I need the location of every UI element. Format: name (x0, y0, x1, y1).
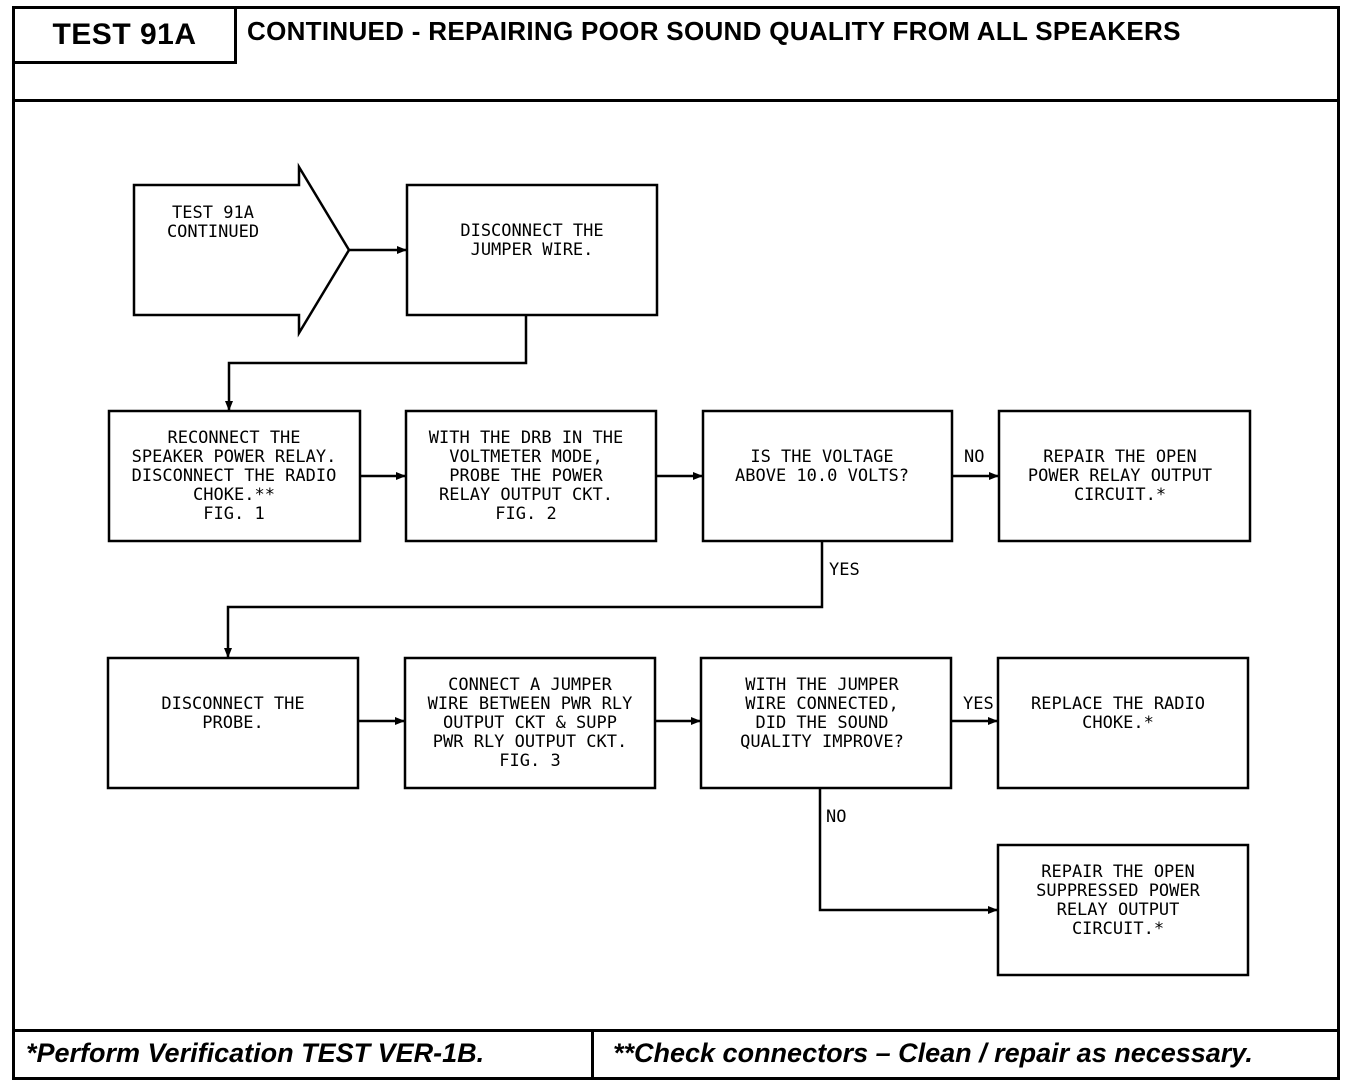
repair-suppressed-text-line: SUPPRESSED POWER (1036, 881, 1201, 901)
page-title: CONTINUED - REPAIRING POOR SOUND QUALITY… (247, 16, 1181, 46)
repair-suppressed-text-line: REPAIR THE OPEN (1041, 862, 1195, 882)
repair-suppressed-text-line: RELAY OUTPUT (1057, 900, 1180, 920)
sound-question-text-line: WIRE CONNECTED, (745, 694, 899, 714)
sound-question-box (699, 656, 953, 790)
reconnect-relay-text-line: RECONNECT THE (167, 428, 300, 448)
repair-open-relay-text-line: CIRCUIT.* (1074, 485, 1166, 505)
reconnect-relay-text-line: CHOKE.** (193, 485, 275, 505)
connect-jumper-text-line: OUTPUT CKT & SUPP (443, 713, 617, 733)
voltage-question-text-line: ABOVE 10.0 VOLTS? (735, 466, 909, 486)
connect-jumper-text-line: FIG. 3 (499, 751, 560, 771)
connect-jumper-box (403, 656, 657, 790)
footer-divider (12, 1029, 1340, 1032)
sound-no-label: NO (826, 807, 846, 827)
reconnect-relay-text-line: DISCONNECT THE RADIO (132, 466, 337, 486)
header-divider (12, 99, 1340, 102)
repair-suppressed-box (996, 843, 1250, 977)
connector-voltage-yes (224, 541, 824, 658)
voltage-no-label: NO (964, 447, 984, 467)
disconnect-jumper-text-line: DISCONNECT THE (460, 221, 603, 241)
repair-suppressed-text-line: CIRCUIT.* (1072, 919, 1164, 939)
probe-power-relay-text-line: WITH THE DRB IN THE (429, 428, 623, 448)
test-id: TEST 91A (52, 18, 197, 51)
footer-right-note: **Check connectors – Clean / repair as n… (613, 1038, 1253, 1068)
connector-disconnect-to-reconnect (225, 315, 528, 411)
start-label-line: CONTINUED (167, 222, 259, 242)
disconnect-jumper-text-line: JUMPER WIRE. (471, 240, 594, 260)
start-label-line: TEST 91A (172, 203, 254, 223)
start-arrow-shape (132, 162, 351, 338)
sound-question-text-line: QUALITY IMPROVE? (740, 732, 904, 752)
footer-left-note: *Perform Verification TEST VER-1B. (26, 1038, 485, 1068)
disconnect-probe-box (106, 656, 360, 790)
voltage-question-text-line: IS THE VOLTAGE (750, 447, 893, 467)
connect-jumper-text-line: CONNECT A JUMPER (448, 675, 613, 695)
replace-choke-text-line: REPLACE THE RADIO (1031, 694, 1205, 714)
test-id-box: TEST 91A (12, 6, 237, 64)
disconnect-probe-text-line: PROBE. (202, 713, 263, 733)
connect-jumper-text-line: WIRE BETWEEN PWR RLY (428, 694, 633, 714)
footer-vertical-divider (591, 1029, 594, 1080)
probe-power-relay-text-line: PROBE THE POWER (449, 466, 603, 486)
sound-question-text-line: DID THE SOUND (755, 713, 888, 733)
connector-sound-no (818, 788, 998, 914)
replace-choke-box (996, 656, 1250, 790)
sound-yes-label: YES (963, 694, 994, 714)
disconnect-jumper-box (405, 183, 659, 317)
repair-open-relay-text-line: REPAIR THE OPEN (1043, 447, 1197, 467)
connect-jumper-text-line: PWR RLY OUTPUT CKT. (433, 732, 627, 752)
reconnect-relay-text-line: SPEAKER POWER RELAY. (132, 447, 337, 467)
probe-power-relay-text-line: FIG. 2 (495, 504, 556, 524)
repair-open-relay-box (997, 409, 1252, 543)
voltage-yes-label: YES (829, 560, 860, 580)
reconnect-relay-text-line: FIG. 1 (203, 504, 264, 524)
page-frame (12, 6, 1340, 1080)
probe-power-relay-text-line: RELAY OUTPUT CKT. (439, 485, 613, 505)
probe-power-relay-text-line: VOLTMETER MODE, (449, 447, 603, 467)
disconnect-probe-text-line: DISCONNECT THE (161, 694, 304, 714)
repair-open-relay-text-line: POWER RELAY OUTPUT (1028, 466, 1212, 486)
sound-question-text-line: WITH THE JUMPER (745, 675, 899, 695)
replace-choke-text-line: CHOKE.* (1082, 713, 1154, 733)
